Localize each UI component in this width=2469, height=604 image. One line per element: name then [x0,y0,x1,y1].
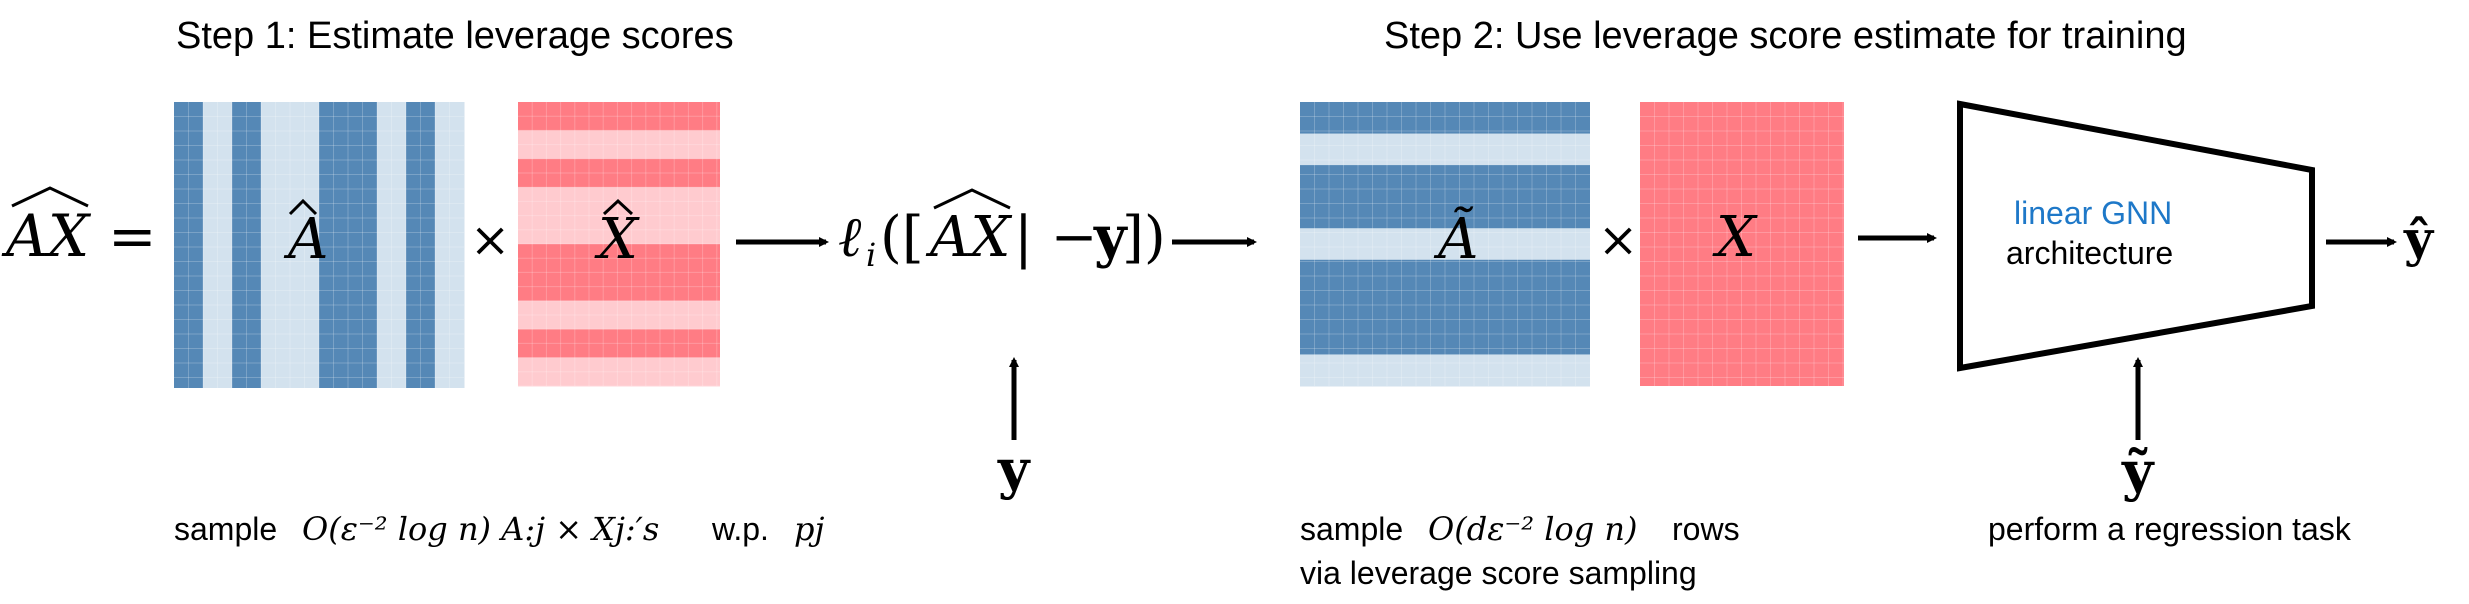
step1-sample-math: O(ε⁻² log n) A:j × Xj:′s [302,510,659,548]
a-hat-column [174,102,204,388]
a-tilde-row [1300,133,1590,166]
a-hat-grid [174,102,464,388]
a-tilde-label: Ã [1433,206,1478,272]
step1-title: Step 1: Estimate leverage scores [176,15,734,57]
regression-caption: perform a regression task [1988,511,2352,547]
lhs-ax: AX [1,202,92,270]
step2-sample-line2: via leverage score sampling [1300,555,1697,591]
ytilde-label: ỹ [2121,439,2155,503]
a-tilde-row [1300,228,1590,261]
loss-ax: AX [925,205,1012,270]
a-hat-column [290,102,320,388]
a-tilde-grid [1300,102,1590,386]
a-hat-hat [288,198,318,216]
a-tilde-row [1300,165,1590,198]
a-hat-column [203,102,233,388]
a-tilde-row [1300,291,1590,324]
loss-subscript: i [866,236,876,274]
x-hat-row [518,357,720,387]
x-hat-rows [518,102,720,387]
loss-open: ([ [880,205,924,270]
step2-rows-word: rows [1672,511,1740,547]
lhs-wide-hat [11,186,89,208]
a-tilde-row [1300,259,1590,292]
a-tilde-row [1300,354,1590,387]
a-hat-column [261,102,291,388]
step1-wp-word: w.p. [711,511,769,547]
x-hat-row [518,300,720,330]
a-hat-label: A [283,207,328,272]
a-hat-column [319,102,349,388]
x-hat-grid [518,102,720,387]
matrix-a-hat: A [174,102,465,388]
loss-wide-hat [933,188,1011,210]
step2-caption: sample O(dε⁻² log n) rows via leverage s… [1300,510,2352,591]
loss-expression: ℓ i ([ AX | − y ]) [838,188,1166,274]
loss-ell: ℓ [838,205,862,270]
x-grid [1640,102,1844,386]
gnn-line2: architecture [2006,235,2173,271]
a-tilde-row [1300,196,1590,229]
step2-sample-math: O(dε⁻² log n) [1428,510,1638,548]
matrix-x: X [1640,102,1844,386]
a-hat-column [377,102,407,388]
a-hat-column [435,102,465,388]
a-tilde-rows [1300,102,1590,387]
gnn-block: linear GNN architecture [1957,100,2315,372]
x-hat-row [518,130,720,160]
loss-mid: | − [1014,205,1098,270]
matrix-x-hat: X [518,102,720,387]
x-hat-hat [602,198,634,216]
x-hat-row [518,329,720,359]
x-fill [1640,102,1844,386]
lhs-equals: = [108,202,157,270]
step2-title: Step 2: Use leverage score estimate for … [1384,15,2187,57]
x-hat-row [518,244,720,273]
a-hat-column [232,102,262,388]
x-hat-label: X [594,207,640,272]
a-tilde-row [1300,102,1590,135]
loss-close: ]) [1122,205,1166,270]
step1-sample-word: sample [174,511,277,547]
lhs-expression: AX = [1,186,157,270]
x-hat-row [518,102,720,131]
a-tilde-row [1300,322,1590,355]
step1-caption: sample O(ε⁻² log n) A:j × Xj:′s w.p. pj [174,510,824,548]
step2-sample-word: sample [1300,511,1403,547]
step1-times: × [470,212,510,268]
matrix-a-tilde: Ã [1300,102,1590,387]
loss-y: y [1093,204,1128,270]
a-hat-column [406,102,436,388]
x-hat-row [518,158,720,188]
gnn-trapezoid [1957,100,2315,372]
a-hat-columns [174,102,465,388]
step1-wp-math: pj [794,510,824,548]
y-label: y [997,437,1031,501]
step2-times: × [1598,212,1638,268]
a-hat-column [348,102,378,388]
x-label: X [1712,205,1758,270]
x-hat-row [518,272,720,302]
gnn-line1: linear GNN [2014,195,2172,231]
x-hat-row [518,215,720,245]
output-y-hat: ŷ [2403,209,2435,268]
